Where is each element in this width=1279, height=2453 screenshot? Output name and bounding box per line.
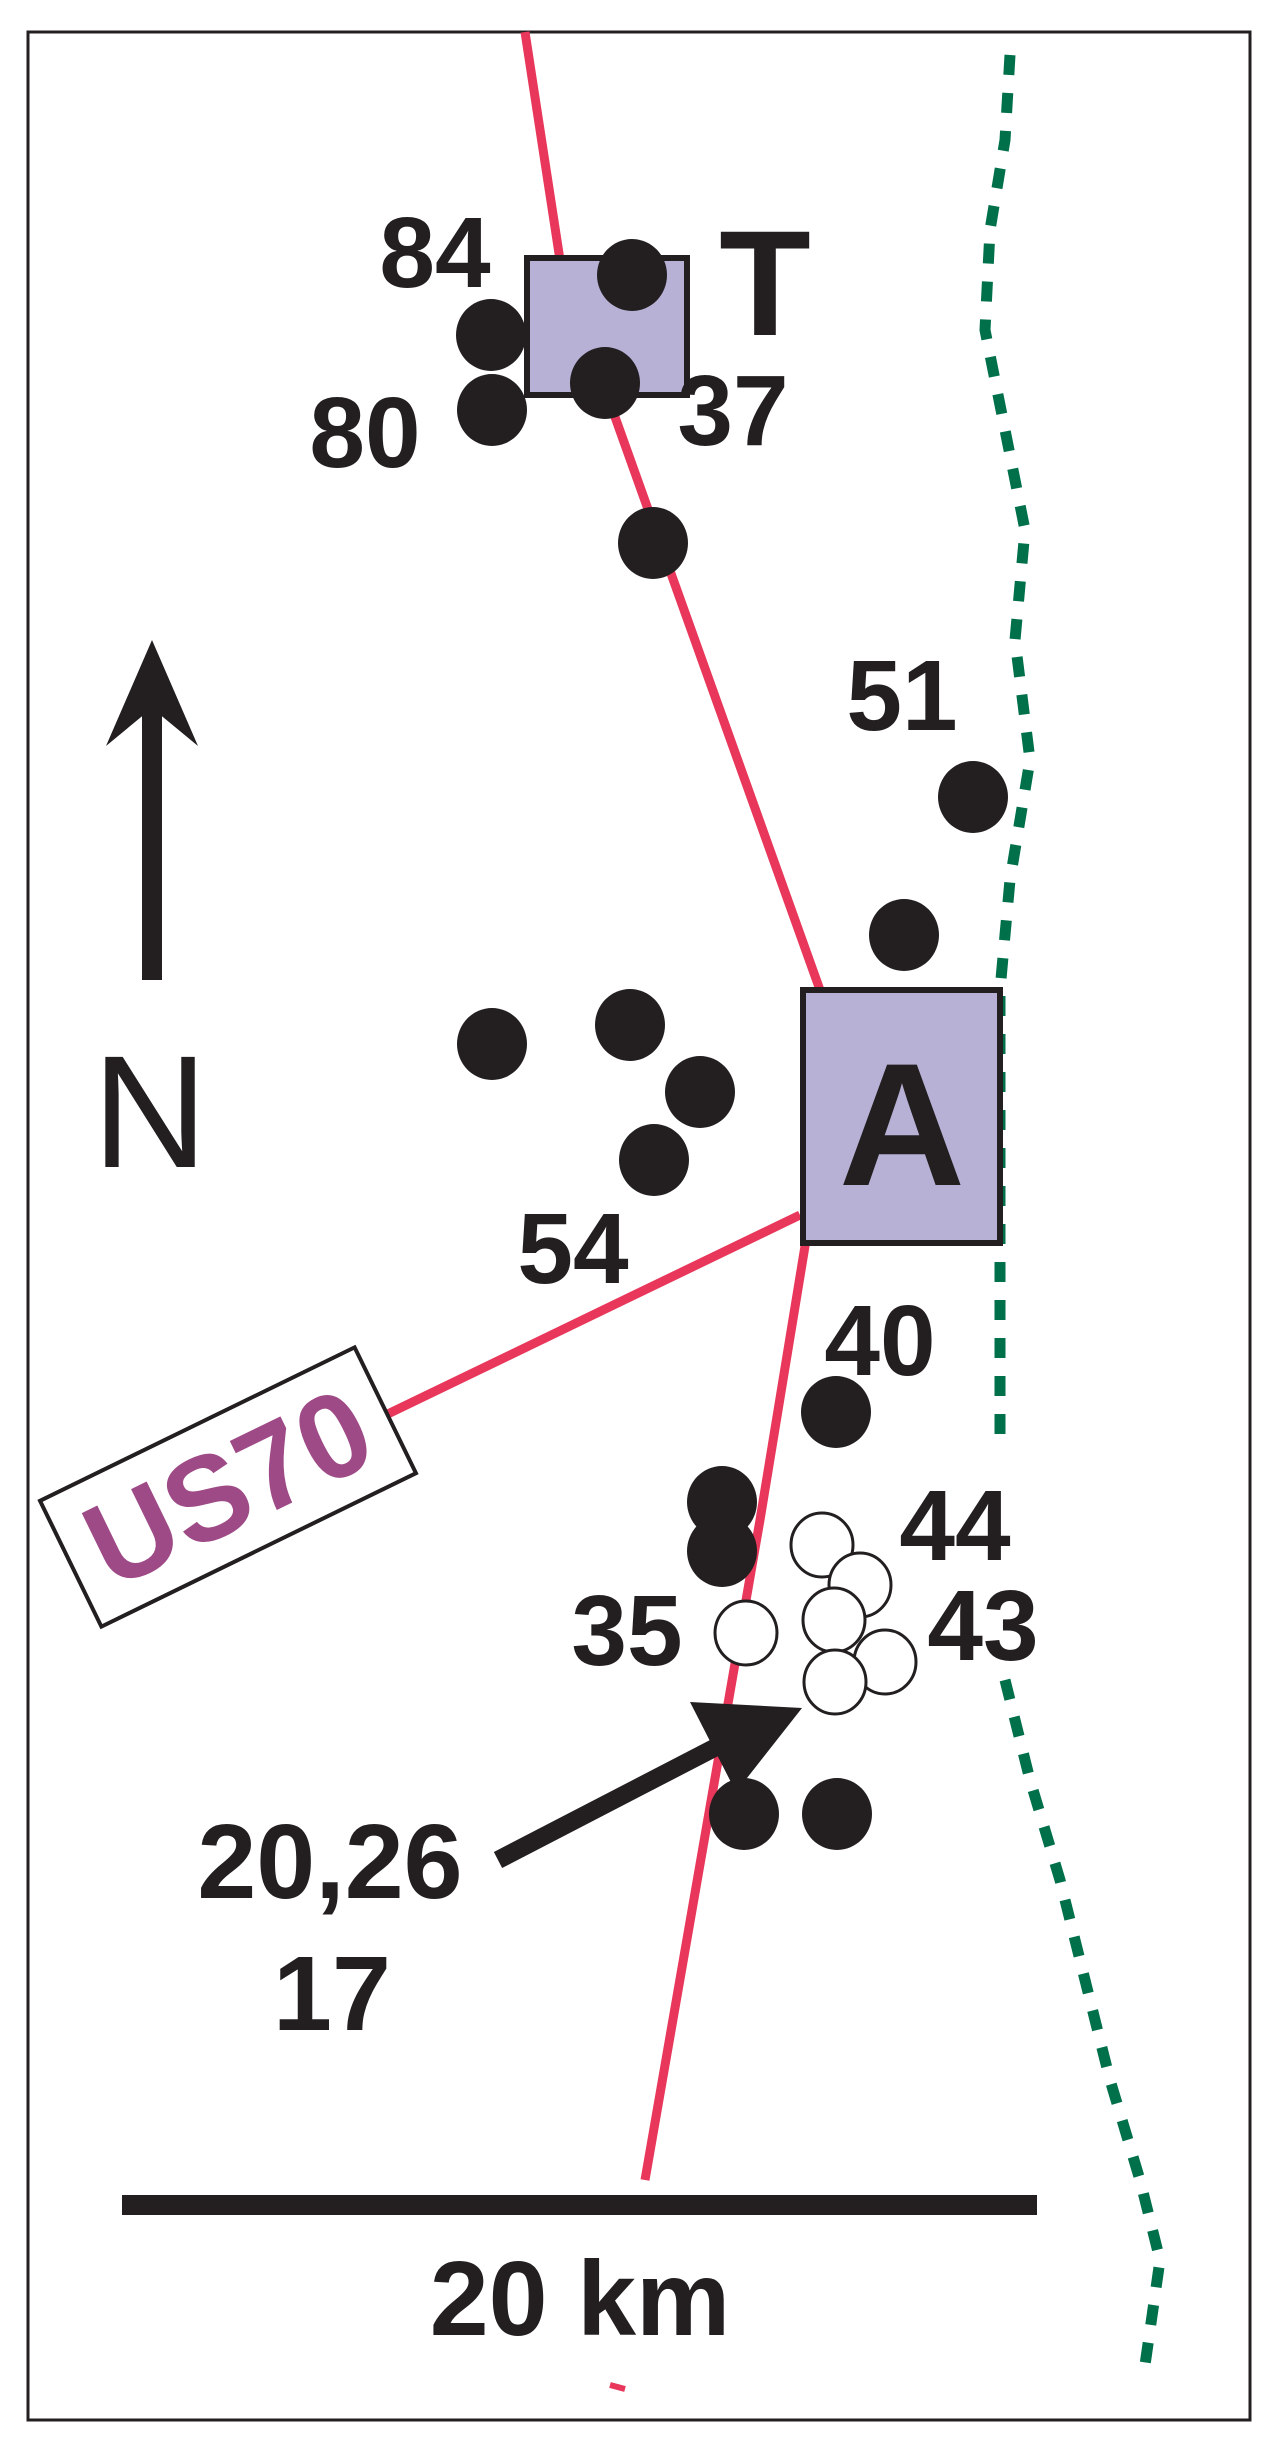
site-filled — [595, 989, 665, 1061]
site-filled — [665, 1056, 735, 1128]
scale-label: 20 km — [430, 2240, 731, 2358]
town-t-label: T — [719, 199, 811, 367]
boundary-line-south — [999, 1678, 1166, 2366]
highway-us70-line — [363, 1210, 802, 1430]
site-filled — [802, 1778, 872, 1850]
site-label-44: 44 — [899, 1470, 1011, 1582]
site-label-84: 84 — [379, 197, 491, 309]
site-label-54: 54 — [517, 1193, 629, 1305]
site-open — [801, 1586, 867, 1654]
site-filled — [597, 239, 667, 311]
site-filled — [457, 1008, 527, 1080]
site-label-17: 17 — [273, 1935, 391, 2053]
north-label: N — [92, 1022, 208, 1201]
site-label-51: 51 — [846, 640, 957, 752]
site-label-37: 37 — [677, 355, 788, 467]
site-filled — [456, 299, 526, 371]
site-filled — [709, 1778, 779, 1850]
site-filled — [801, 1376, 871, 1448]
open-sites — [713, 1511, 918, 1716]
north-arrow-icon — [106, 640, 198, 746]
site-label-43: 43 — [927, 1570, 1038, 1682]
highway-stub — [609, 2382, 626, 2392]
site-label-35: 35 — [571, 1575, 682, 1687]
site-filled — [618, 507, 688, 579]
town-a-label: A — [839, 1028, 965, 1223]
site-label-20-26: 20,26 — [197, 1803, 462, 1921]
pointer-arrow-shaft — [493, 1737, 725, 1868]
site-label-80: 80 — [309, 377, 420, 489]
filled-sites — [456, 239, 1008, 1850]
site-filled — [619, 1124, 689, 1196]
site-open — [713, 1599, 779, 1667]
pointer-arrow-icon — [690, 1702, 802, 1792]
site-filled — [869, 899, 939, 971]
site-filled — [570, 347, 640, 419]
site-open — [802, 1648, 868, 1716]
site-filled — [457, 374, 527, 446]
map-frame — [26, 30, 1252, 2422]
road-label-frame — [37, 1344, 419, 1630]
site-filled — [687, 1515, 757, 1587]
town-a-box — [800, 987, 1003, 1246]
site-filled — [938, 761, 1008, 833]
site-label-40: 40 — [824, 1285, 935, 1397]
